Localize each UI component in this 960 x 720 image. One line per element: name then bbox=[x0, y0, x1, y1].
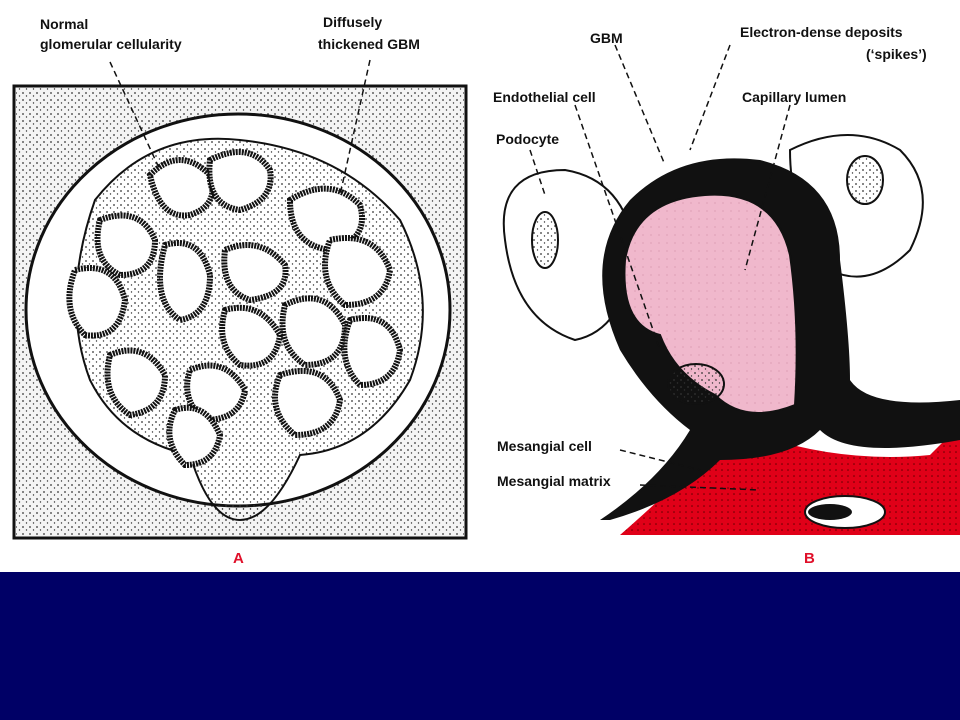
panel-letter-b: B bbox=[804, 550, 815, 567]
label-mesangial-matrix: Mesangial matrix bbox=[497, 473, 611, 489]
panel-letter-a: A bbox=[233, 550, 244, 567]
panel-b-drawing bbox=[502, 134, 960, 535]
label-endothelial: Endothelial cell bbox=[493, 89, 596, 105]
label-podocyte: Podocyte bbox=[496, 131, 560, 147]
label-capillary-lumen: Capillary lumen bbox=[742, 89, 847, 105]
label-gbm-line2: thickened GBM bbox=[318, 36, 420, 52]
label-gbm-line1: Diffusely bbox=[323, 14, 383, 30]
figure-area: Normal glomerular cellularity Diffusely … bbox=[12, 14, 960, 567]
diagram-svg bbox=[12, 44, 960, 540]
label-mesangial-cell: Mesangial cell bbox=[497, 438, 592, 454]
label-deposits-line2: (‘spikes’) bbox=[866, 46, 927, 62]
bottom-bar bbox=[0, 572, 960, 720]
panel-a-drawing bbox=[12, 84, 468, 540]
label-gbm: GBM bbox=[590, 30, 623, 46]
panel-a-leaders bbox=[109, 59, 371, 196]
label-normal-line1: Normal bbox=[40, 16, 89, 32]
label-deposits-line1: Electron-dense deposits bbox=[740, 24, 903, 40]
panel-b-leaders bbox=[529, 44, 791, 491]
label-normal-line2: glomerular cellularity bbox=[40, 36, 182, 52]
